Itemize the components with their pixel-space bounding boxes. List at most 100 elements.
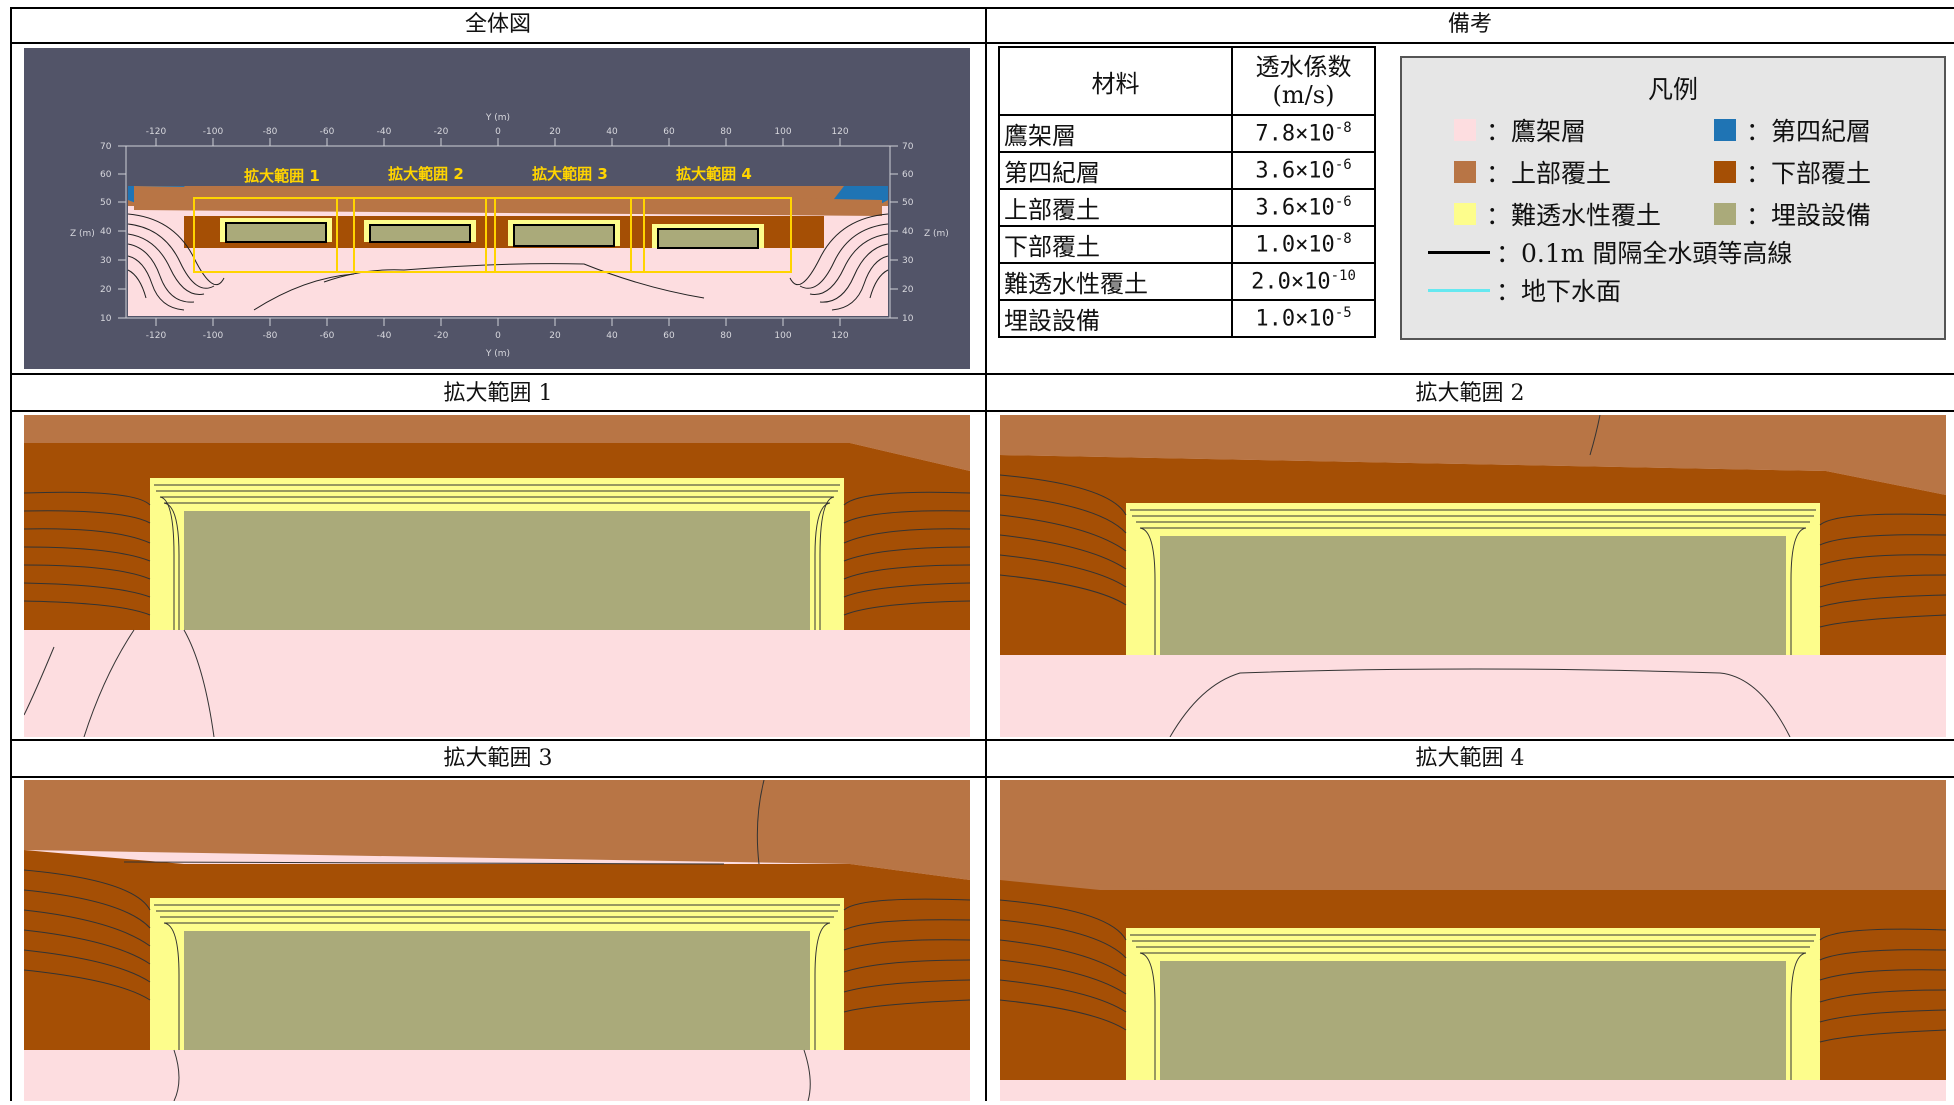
y-tick: -40 [377, 331, 392, 341]
y-tick: 40 [606, 331, 618, 341]
y-tick: 100 [774, 127, 791, 137]
legend-line-swatch [1428, 250, 1490, 254]
legend-line-swatch [1428, 288, 1490, 292]
z-tick: 30 [902, 256, 914, 266]
permeability-value: 3.6×10-6 [1231, 188, 1376, 227]
legend-label: ：埋設設備 [1746, 201, 1872, 230]
legend-item-takahoko: ：鷹架層 [1454, 112, 1586, 148]
perm-mantissa: 7.8×10 [1255, 121, 1335, 147]
zoom-panel-4 [999, 780, 1947, 1101]
table-row: 鷹架層 7.8×10-8 [998, 114, 1376, 153]
zoom-panel-1 [23, 415, 971, 738]
grid-line-h3 [10, 410, 1954, 412]
header-zoom2: 拡大範囲 2 [1415, 381, 1525, 406]
y-tick: 100 [774, 331, 791, 341]
legend-swatch [1454, 119, 1476, 141]
perm-exponent: -6 [1334, 157, 1352, 174]
y-tick: 0 [495, 331, 501, 341]
material-table: 材料 透水係数 (m/s) 鷹架層 7.8×10-8 第四紀層 3.6×10-6… [998, 46, 1376, 338]
y-tick: -60 [320, 331, 335, 341]
zoom-label-1: 拡大範囲 1 [244, 167, 320, 185]
z-tick: 30 [100, 256, 112, 266]
table-row: 難透水性覆土 2.0×10-10 [998, 262, 1376, 301]
z-tick: 20 [902, 285, 914, 295]
zoom-figure-3 [23, 779, 971, 1102]
legend-item-upper-cover: ：上部覆土 [1454, 154, 1611, 190]
perm-header-line1: 透水係数 [1255, 53, 1352, 81]
perm-mantissa: 3.6×10 [1255, 158, 1335, 184]
legend-title: 凡例 [1647, 75, 1698, 104]
legend-item-contour: ：0.1m 間隔全水頭等高線 [1428, 234, 1792, 270]
y-tick: 120 [831, 331, 848, 341]
z-axis-label-right: Z (m) [924, 229, 949, 239]
legend-swatch [1714, 119, 1736, 141]
legend-label: ：第四紀層 [1746, 117, 1872, 146]
legend-item-water-table: ：地下水面 [1428, 272, 1621, 308]
permeability-value: 1.0×10-5 [1231, 299, 1376, 338]
y-tick: 20 [549, 331, 561, 341]
zoom-figure-4 [999, 780, 1947, 1101]
overall-figure: -120 -100 -80 -60 -40 -20 0 20 40 60 80 … [24, 48, 970, 369]
upper-cover-overview [134, 186, 882, 216]
zoom-box-3 [485, 197, 645, 273]
perm-exponent: -5 [1334, 305, 1352, 322]
y-tick: -100 [203, 127, 224, 137]
z-tick: 70 [902, 142, 914, 152]
perm-exponent: -10 [1330, 268, 1356, 285]
y-tick: -20 [434, 127, 449, 137]
grid-line-h4 [10, 739, 1954, 741]
z-tick: 10 [902, 314, 914, 324]
legend-label: ：下部覆土 [1746, 159, 1872, 188]
material-name: 下部覆土 [998, 225, 1233, 264]
y-tick: 120 [831, 127, 848, 137]
perm-exponent: -8 [1334, 120, 1352, 137]
header-zoom3: 拡大範囲 3 [443, 746, 553, 771]
table-row: 下部覆土 1.0×10-8 [998, 225, 1376, 264]
perm-header-line2: (m/s) [1272, 81, 1335, 109]
y-axis-label-bottom: Y (m) [485, 349, 510, 359]
legend-swatch [1454, 161, 1476, 183]
permeability-value: 7.8×10-8 [1231, 114, 1376, 153]
legend-label: ：難透水性覆土 [1486, 201, 1662, 230]
zoom-box-2 [336, 197, 496, 273]
perm-exponent: -6 [1334, 194, 1352, 211]
perm-mantissa: 1.0×10 [1255, 306, 1335, 332]
y-tick: -20 [434, 331, 449, 341]
z-tick: 60 [902, 170, 914, 180]
permeability-value: 1.0×10-8 [1231, 225, 1376, 264]
overall-cross-section: -120 -100 -80 -60 -40 -20 0 20 40 60 80 … [24, 48, 970, 369]
legend-item-quaternary: ：第四紀層 [1714, 112, 1871, 148]
header-remarks: 備考 [1447, 12, 1492, 37]
zoom-figure-2 [999, 414, 1947, 738]
zoom-label-4: 拡大範囲 4 [676, 165, 752, 183]
y-tick: 40 [606, 127, 618, 137]
y-tick: 80 [720, 127, 732, 137]
z-tick: 50 [100, 198, 112, 208]
legend-label: ：0.1m 間隔全水頭等高線 [1496, 239, 1793, 268]
zoom-panel-2 [999, 414, 1947, 738]
y-tick: 0 [495, 127, 501, 137]
grid-line-top [10, 7, 1954, 9]
table-row: 埋設設備 1.0×10-5 [998, 299, 1376, 338]
legend-swatch [1714, 161, 1736, 183]
y-tick: -80 [263, 127, 278, 137]
y-tick: 20 [549, 127, 561, 137]
legend-label: ：地下水面 [1496, 277, 1622, 306]
grid-line-mid [985, 7, 987, 1101]
table-header-permeability: 透水係数 (m/s) [1231, 46, 1376, 116]
z-tick: 20 [100, 285, 112, 295]
legend-label: ：上部覆土 [1486, 159, 1612, 188]
header-zoom1: 拡大範囲 1 [443, 381, 553, 406]
z-tick: 50 [902, 198, 914, 208]
zoom-label-2: 拡大範囲 2 [388, 165, 464, 183]
permeability-value: 2.0×10-10 [1231, 262, 1376, 301]
legend: 凡例 ：鷹架層 ：第四紀層 ：上部覆土 ：下部覆土 ：難透水性覆土 ：埋設設備 … [1400, 56, 1946, 340]
y-tick: -40 [377, 127, 392, 137]
legend-item-low-perm-cover: ：難透水性覆土 [1454, 196, 1661, 232]
y-axis-label-top: Y (m) [485, 113, 510, 123]
table-header-material: 材料 [998, 46, 1233, 116]
perm-mantissa: 2.0×10 [1251, 269, 1331, 295]
y-tick: -120 [146, 127, 167, 137]
y-tick: -120 [146, 331, 167, 341]
material-name: 第四紀層 [998, 151, 1233, 190]
